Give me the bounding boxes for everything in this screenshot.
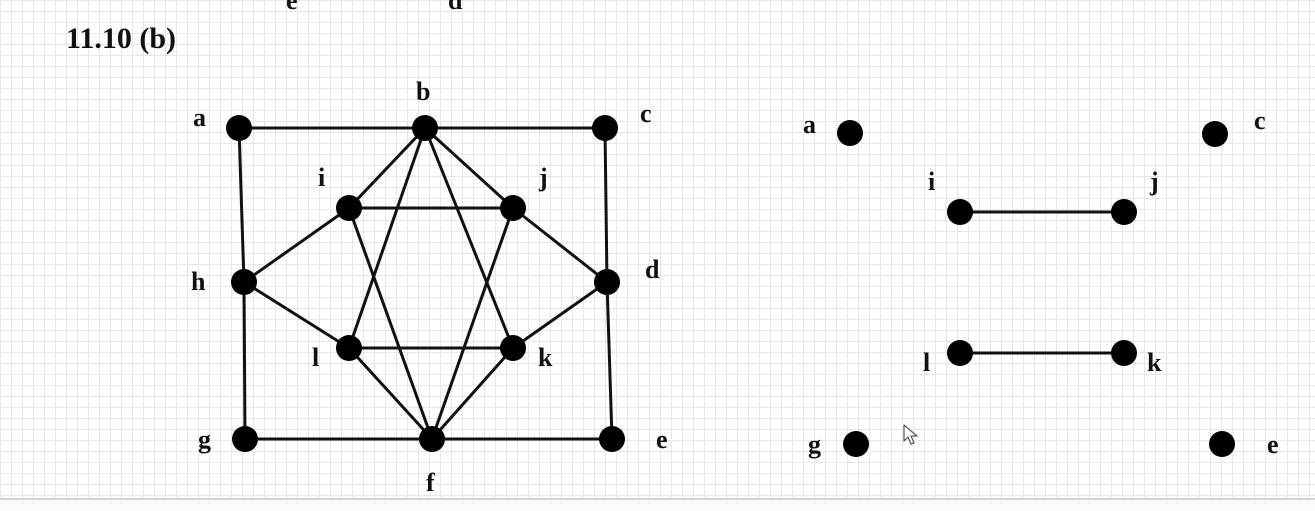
right-graph-edges — [958, 210, 1126, 355]
left-vertex-d — [594, 269, 620, 295]
left-vertex-label-j: j — [538, 163, 548, 192]
left-vertex-label-k: k — [538, 343, 553, 372]
left-vertex-c — [592, 115, 618, 141]
right-vertex-label-j: j — [1149, 167, 1159, 196]
right-vertex-g — [843, 431, 869, 457]
right-vertex-label-c: c — [1254, 106, 1266, 135]
left-vertex-label-g: g — [198, 425, 211, 454]
left-graph-labels: a b c i j h d l k g f e — [191, 77, 668, 497]
left-vertex-j — [500, 195, 526, 221]
left-vertex-g — [232, 426, 258, 452]
left-vertex-label-a: a — [193, 103, 206, 132]
left-edge-j-d — [511, 206, 609, 284]
right-vertex-j — [1111, 199, 1137, 225]
left-edge-j-f — [430, 206, 515, 441]
left-vertex-label-c: c — [640, 99, 652, 128]
left-vertex-label-e: e — [656, 425, 668, 454]
problem-heading: 11.10 (b) — [66, 22, 177, 55]
right-vertex-k — [1111, 340, 1137, 366]
right-vertex-label-a: a — [803, 110, 816, 139]
left-edge-b-j — [423, 126, 515, 210]
left-edge-b-l — [347, 126, 427, 350]
left-vertex-b — [412, 115, 438, 141]
right-graph-vertices — [837, 120, 1235, 457]
left-vertex-label-f: f — [426, 468, 435, 497]
right-vertex-l — [947, 340, 973, 366]
left-vertex-k — [500, 335, 526, 361]
left-vertex-f — [419, 426, 445, 452]
left-vertex-h — [231, 269, 257, 295]
left-vertex-label-d: d — [645, 255, 660, 284]
left-vertex-label-h: h — [191, 267, 206, 296]
right-vertex-label-i: i — [928, 167, 935, 196]
right-vertex-label-e: e — [1267, 430, 1279, 459]
right-vertex-i — [947, 199, 973, 225]
left-edge-i-f — [347, 206, 434, 441]
right-graph-labels: a c i j l k g e — [803, 106, 1279, 459]
right-vertex-label-k: k — [1147, 348, 1162, 377]
left-graph-vertices — [226, 115, 625, 452]
right-vertex-a — [837, 120, 863, 146]
left-vertex-label-l: l — [312, 343, 319, 372]
mouse-pointer-icon — [903, 424, 918, 445]
left-edge-b-i — [347, 126, 427, 210]
left-edge-l-f — [347, 346, 434, 441]
left-vertex-label-i: i — [318, 163, 325, 192]
left-edge-k-d — [511, 280, 609, 350]
left-edge-k-f — [430, 346, 515, 441]
right-vertex-e — [1209, 431, 1235, 457]
left-edge-h-l — [242, 280, 351, 350]
left-edge-c-d — [603, 126, 609, 284]
left-edge-h-i — [242, 206, 351, 284]
left-vertex-l — [336, 335, 362, 361]
cut-off-label-e: e — [286, 0, 298, 15]
left-edge-d-e — [605, 280, 614, 441]
right-vertex-label-l: l — [923, 348, 930, 377]
cut-off-label-d: d — [448, 0, 463, 15]
left-edge-h-g — [242, 280, 247, 441]
right-vertex-c — [1202, 121, 1228, 147]
left-vertex-e — [599, 426, 625, 452]
left-graph-edges — [237, 126, 614, 441]
page-bottom-border — [0, 498, 1315, 500]
left-edge-a-h — [237, 126, 246, 284]
right-vertex-label-g: g — [808, 430, 821, 459]
left-edge-b-k — [423, 126, 515, 350]
left-vertex-label-b: b — [416, 77, 430, 106]
left-vertex-a — [226, 115, 252, 141]
page-bottom-strip — [0, 500, 1315, 511]
left-vertex-i — [336, 195, 362, 221]
